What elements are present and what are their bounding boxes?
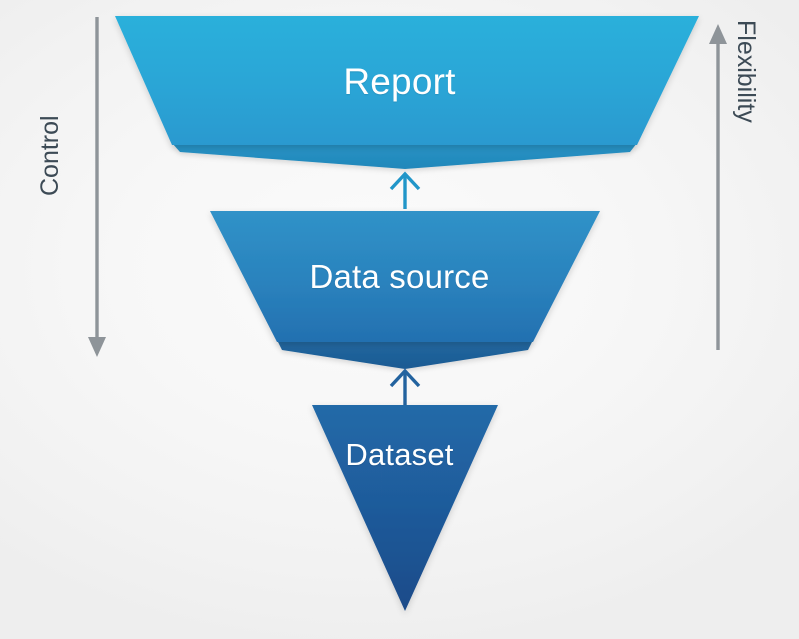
funnel-level-data-source[interactable] bbox=[210, 211, 600, 369]
control-arrowhead-down bbox=[88, 337, 106, 357]
data-source-shadow-band bbox=[277, 340, 533, 369]
funnel-label-report: Report bbox=[343, 61, 456, 102]
funnel-label-dataset: Dataset bbox=[345, 437, 454, 472]
axis-label-flexibility: Flexibility bbox=[732, 20, 760, 123]
funnel-label-data-source: Data source bbox=[309, 258, 490, 295]
funnel-level-dataset[interactable] bbox=[312, 405, 498, 611]
axis-label-control: Control bbox=[36, 115, 64, 196]
connector-data-source-to-report bbox=[389, 171, 421, 209]
funnel-level-report[interactable] bbox=[115, 16, 699, 169]
axis-flexibility bbox=[709, 24, 727, 350]
flexibility-arrowhead-up bbox=[709, 24, 727, 44]
dataset-shape[interactable] bbox=[312, 405, 498, 611]
connector-dataset-to-data-source bbox=[389, 368, 421, 406]
report-shadow-band bbox=[172, 143, 637, 169]
report-shape[interactable] bbox=[115, 16, 699, 145]
axis-control bbox=[88, 17, 106, 357]
data-source-shape[interactable] bbox=[210, 211, 600, 342]
